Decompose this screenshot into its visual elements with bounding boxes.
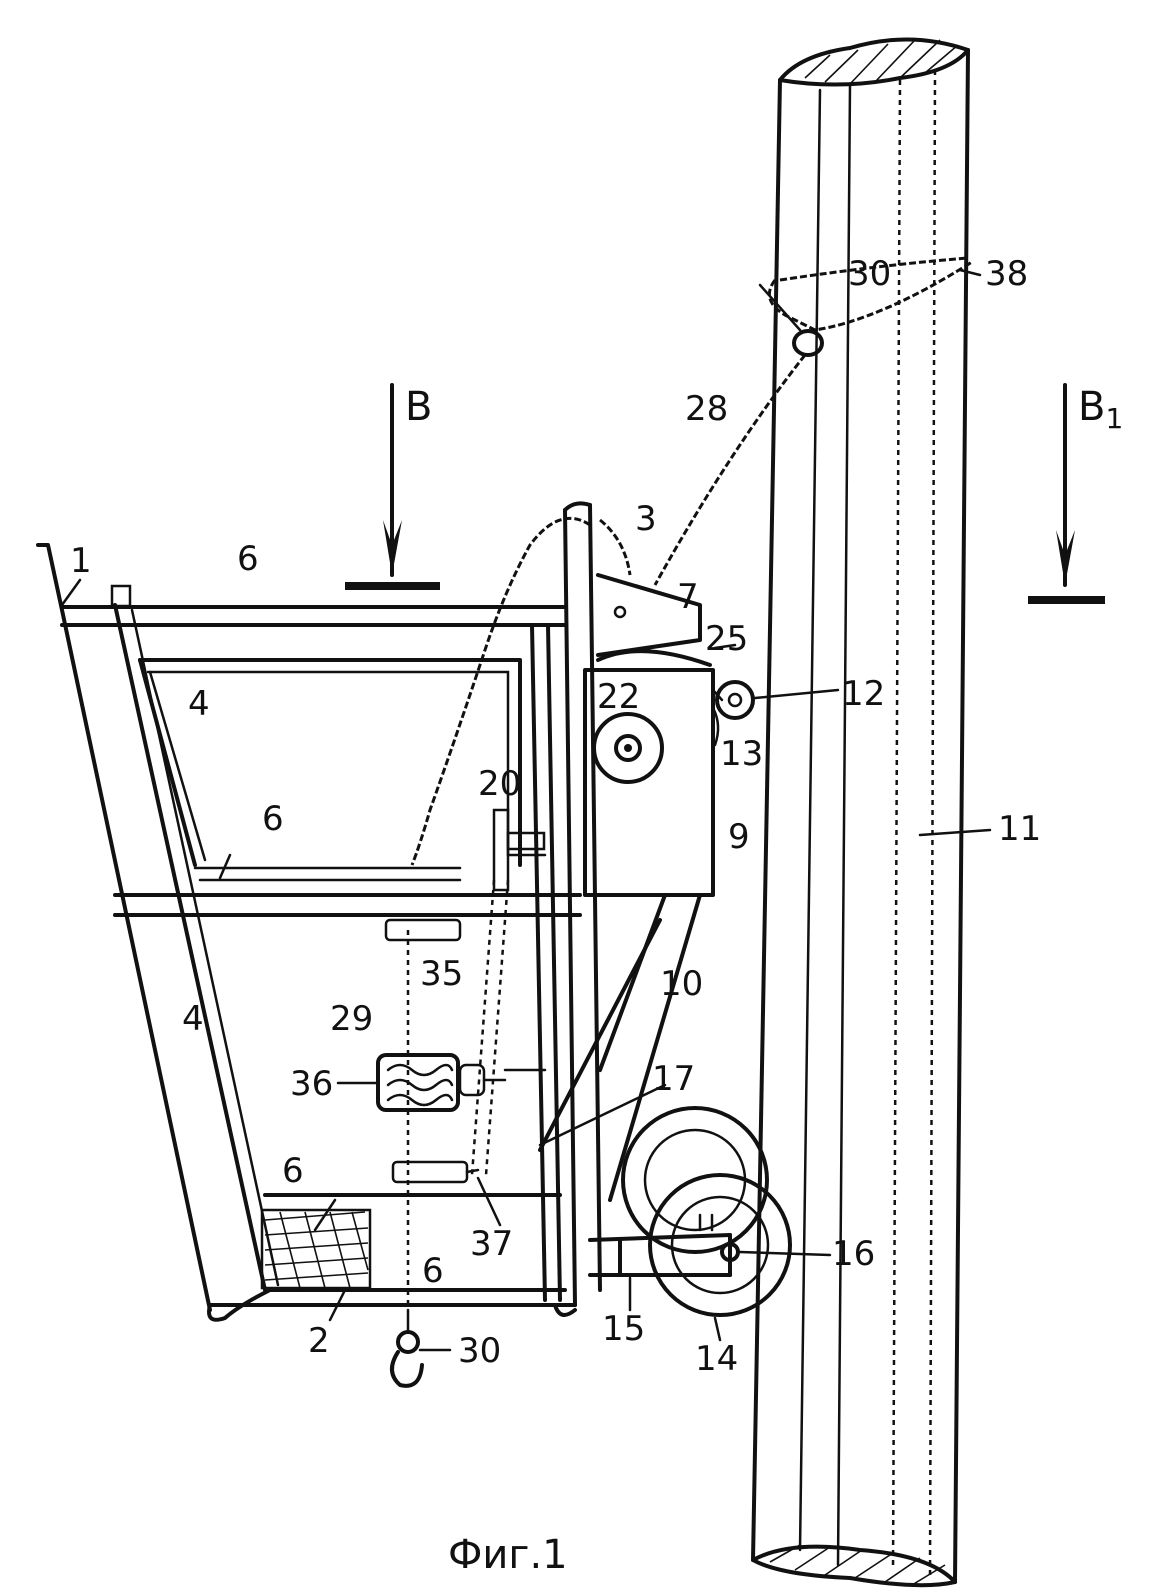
basket-frame — [38, 503, 600, 1319]
cable — [655, 355, 805, 585]
label-7: 7 — [677, 577, 699, 617]
wheels — [623, 1108, 790, 1315]
pulley — [598, 651, 710, 665]
label-29: 29 — [330, 999, 373, 1039]
label-10: 10 — [660, 964, 703, 1004]
spring — [378, 1055, 545, 1110]
label-30-top: 30 — [848, 254, 891, 294]
label-11: 11 — [998, 809, 1041, 849]
leader-lines — [62, 270, 990, 1350]
label-6-bottom: 6 — [422, 1251, 444, 1291]
label-12: 12 — [842, 674, 885, 714]
label-36: 36 — [290, 1064, 333, 1104]
bottom-hook — [392, 1310, 422, 1386]
label-28: 28 — [685, 389, 728, 429]
label-1: 1 — [70, 541, 92, 581]
label-37: 37 — [470, 1224, 513, 1264]
pole-top-hatch — [805, 40, 958, 84]
label-38: 38 — [985, 254, 1028, 294]
label-17: 17 — [652, 1059, 695, 1099]
clamp-bottom — [393, 1162, 467, 1182]
figure-caption: Фиг.1 — [448, 1532, 568, 1578]
label-3: 3 — [635, 499, 657, 539]
label-35: 35 — [420, 954, 463, 994]
guide-chain — [472, 880, 508, 1175]
label-16: 16 — [832, 1234, 875, 1274]
label-4-upper: 4 — [188, 684, 210, 724]
label-4-lower: 4 — [182, 999, 204, 1039]
view-label-b1: B1 — [1078, 384, 1123, 435]
chain-loop — [412, 518, 590, 865]
clamp-top — [386, 920, 460, 940]
label-9: 9 — [728, 817, 750, 857]
strut — [540, 895, 700, 1200]
label-15: 15 — [602, 1309, 645, 1349]
label-20: 20 — [478, 764, 521, 804]
label-6-bottom-left: 6 — [282, 1151, 304, 1191]
chain-loop-2 — [600, 520, 630, 575]
label-25: 25 — [705, 619, 748, 659]
view-label-b: B — [405, 384, 432, 430]
label-6-middle: 6 — [262, 799, 284, 839]
floor-grid — [262, 1210, 370, 1288]
label-14: 14 — [695, 1339, 738, 1379]
label-30-bottom: 30 — [458, 1331, 501, 1371]
label-2: 2 — [308, 1321, 330, 1361]
label-22: 22 — [597, 677, 640, 717]
label-13: 13 — [720, 734, 763, 774]
label-6-top: 6 — [237, 539, 259, 579]
